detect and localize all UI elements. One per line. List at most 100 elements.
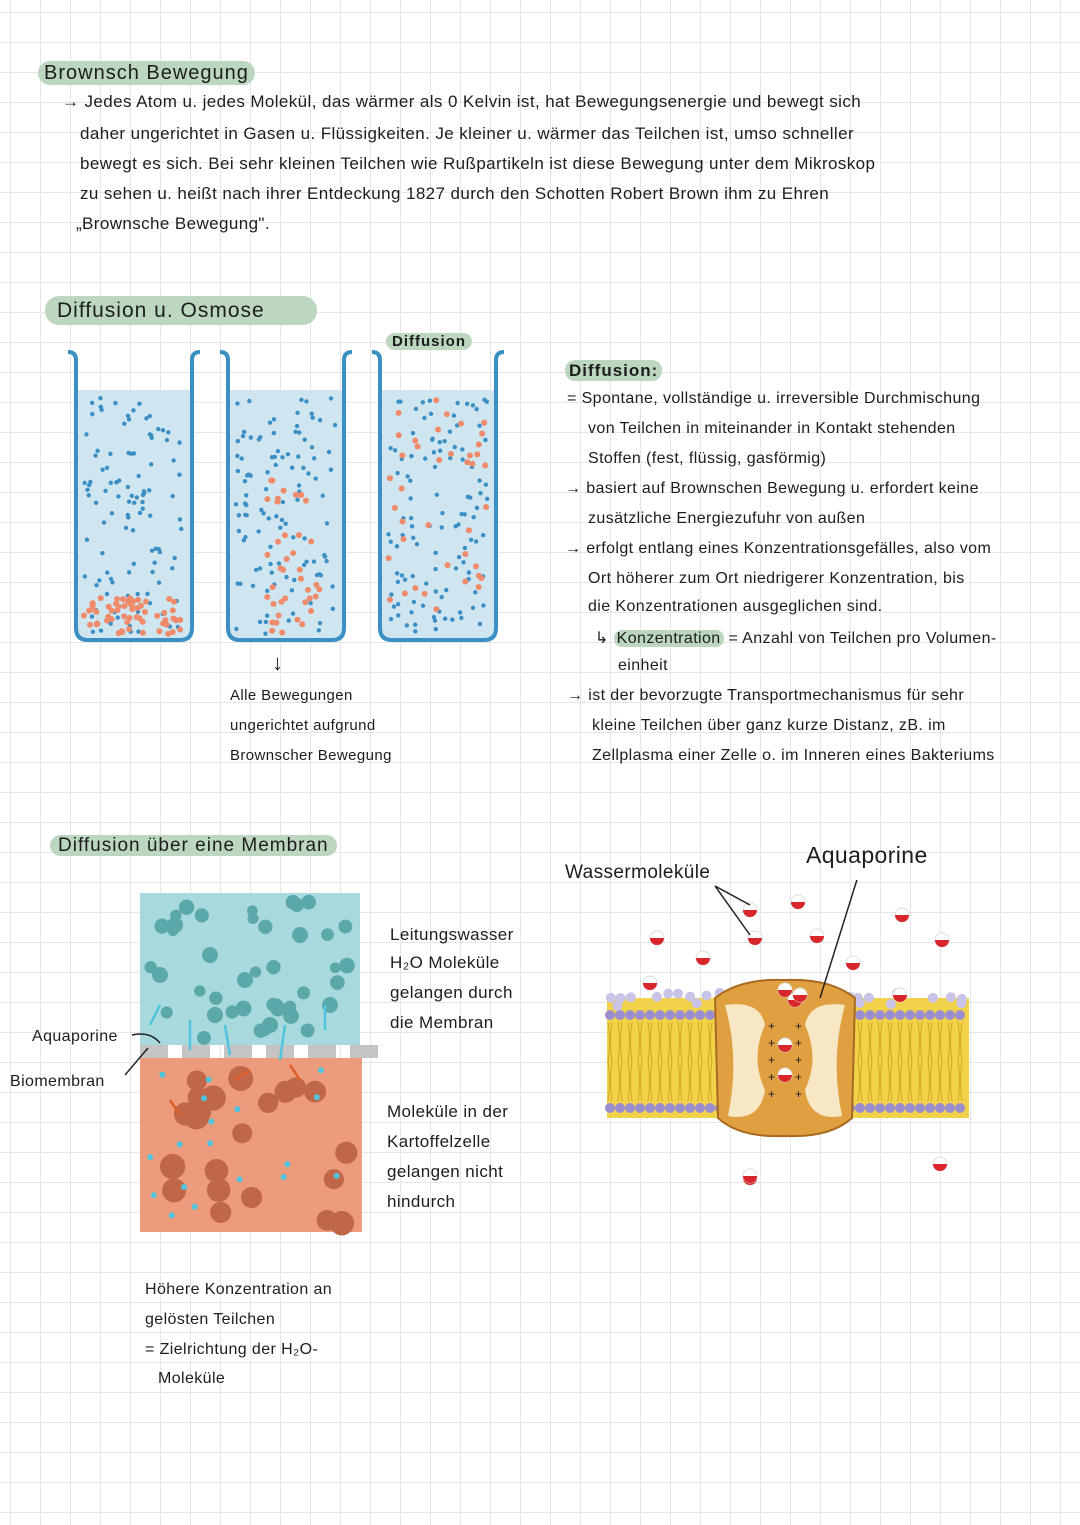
water-particle: [177, 472, 182, 477]
water-particle: [439, 594, 444, 600]
water-particle: [310, 415, 315, 420]
lipid-head: [675, 1103, 685, 1113]
lipid-tail: [927, 1021, 933, 1102]
oxygen-atom: [933, 1164, 947, 1171]
water-particle: [82, 480, 87, 486]
water-particle: [240, 433, 246, 439]
water-particle: [395, 470, 400, 476]
water-particle: [301, 562, 307, 568]
water-particle: [144, 416, 149, 421]
lipid-head: [855, 1103, 865, 1113]
water-particle: [248, 435, 254, 440]
water-particle: [104, 465, 110, 471]
water-particle: [108, 576, 114, 582]
water-molecule: [249, 966, 262, 978]
water-particle: [328, 467, 334, 472]
water-particle: [289, 465, 295, 470]
water-molecule: [266, 960, 281, 975]
label-wassermolekuele: Wassermoleküle: [565, 862, 711, 883]
solute-molecule: [335, 1141, 358, 1164]
water-particle: [243, 512, 248, 517]
water-particle: [242, 479, 248, 484]
lipid-head: [945, 1103, 955, 1113]
oxygen-atom: [895, 915, 909, 922]
water-particle: [444, 587, 449, 593]
solute-particle: [177, 616, 184, 623]
solute-particle: [113, 600, 120, 607]
lipid-tail: [697, 1021, 703, 1102]
water-particle: [98, 396, 103, 401]
water-molecule: [202, 947, 218, 963]
water-particle: [108, 451, 113, 457]
water-particle: [82, 574, 88, 579]
text-line: die Membran: [390, 1013, 494, 1032]
solute-particle: [399, 518, 406, 525]
plus-charge: +: [768, 1036, 775, 1050]
water-particle: [257, 566, 263, 571]
lipid-tail: [647, 1021, 653, 1102]
glycocalyx: [663, 988, 674, 999]
water-particle: [411, 599, 417, 605]
water-molecule: [207, 1007, 223, 1023]
lipid-tail: [677, 1021, 683, 1102]
solute-molecule: [159, 1153, 186, 1180]
water-particle: [241, 429, 247, 435]
water-particle: [103, 488, 108, 494]
water-molecule: [167, 917, 183, 933]
water-particle: [450, 617, 455, 622]
plus-charge: +: [795, 1087, 802, 1101]
solute-particle: [302, 599, 309, 606]
water-particle: [439, 525, 444, 530]
solute-particle: [386, 596, 393, 603]
water-particle: [90, 629, 96, 634]
water-particle: [430, 437, 435, 442]
oxygen-atom: [893, 995, 907, 1002]
water-molecule: [297, 986, 311, 1000]
water-particle: [89, 400, 95, 406]
water-particle: [389, 592, 394, 597]
water-particle: [464, 401, 470, 406]
water-particle: [471, 514, 476, 520]
aquaporin-subunit: [725, 1004, 765, 1117]
water-particle: [427, 398, 433, 403]
solute-molecule: [186, 1070, 207, 1091]
lipid-head: [685, 1010, 695, 1020]
water-particle: [410, 430, 416, 436]
water-particle: [234, 626, 239, 632]
water-particle: [395, 579, 401, 585]
arrow-icon: [223, 1024, 232, 1056]
water-particle: [483, 437, 488, 443]
glycocalyx: [612, 1000, 623, 1011]
water-particle: [98, 628, 104, 633]
solute-particle: [142, 608, 149, 615]
water-particle: [89, 614, 95, 619]
solute-particle: [475, 441, 482, 448]
water-particle: [408, 478, 413, 483]
lipid-head: [885, 1103, 895, 1113]
lipid-head: [875, 1010, 885, 1020]
water-particle: [86, 482, 92, 488]
solute-particle: [469, 460, 476, 467]
water-molecule-in-cell: [181, 1183, 188, 1190]
pointer-line-water: [714, 885, 751, 936]
water-particle: [136, 473, 141, 479]
water-particle: [304, 399, 309, 404]
water-particle: [286, 618, 292, 623]
water-molecule-in-cell: [208, 1118, 215, 1125]
solute-particle: [275, 612, 282, 619]
lipid-tail: [917, 1021, 923, 1102]
solute-particle: [298, 492, 305, 499]
water-particle: [317, 572, 322, 577]
water-particle: [280, 455, 285, 460]
water-particle: [135, 591, 140, 597]
pointer-line-aquaporine: [819, 880, 858, 999]
water-particle: [447, 429, 453, 434]
solute-molecule: [183, 1103, 210, 1130]
water-particle: [409, 610, 414, 615]
water-particle: [432, 618, 438, 623]
water-particle: [93, 453, 98, 458]
solute-particle: [161, 609, 168, 616]
def-line: → erfolgt entlang eines Konzentrationsge…: [565, 540, 992, 557]
water-particle: [250, 583, 256, 589]
text-line: Leitungswasser: [390, 925, 514, 944]
